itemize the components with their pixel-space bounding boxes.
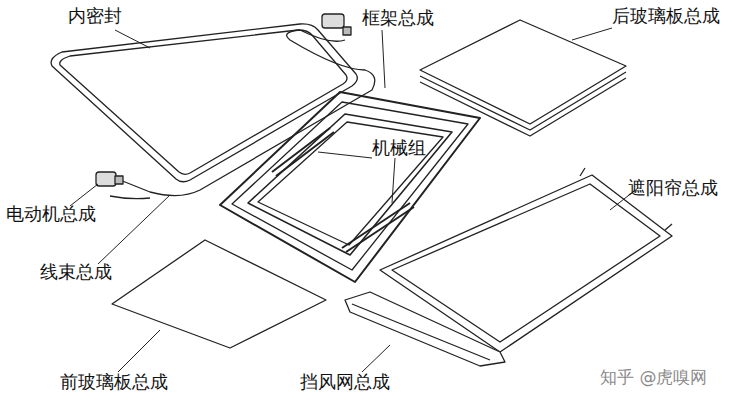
watermark: 知乎 @虎嗅网 [600, 368, 707, 387]
part-label: 框架总成 [362, 8, 434, 28]
part-label: 前玻璃板总成 [60, 372, 168, 392]
part-label: 遮阳帘总成 [628, 178, 718, 198]
part-label: 挡风网总成 [300, 372, 390, 392]
part-label: 机械组 [372, 138, 426, 158]
part-label: 电动机总成 [6, 204, 96, 224]
part-label: 内密封 [68, 6, 122, 26]
part-label: 线束总成 [40, 262, 112, 282]
part-label: 后玻璃板总成 [612, 6, 720, 26]
